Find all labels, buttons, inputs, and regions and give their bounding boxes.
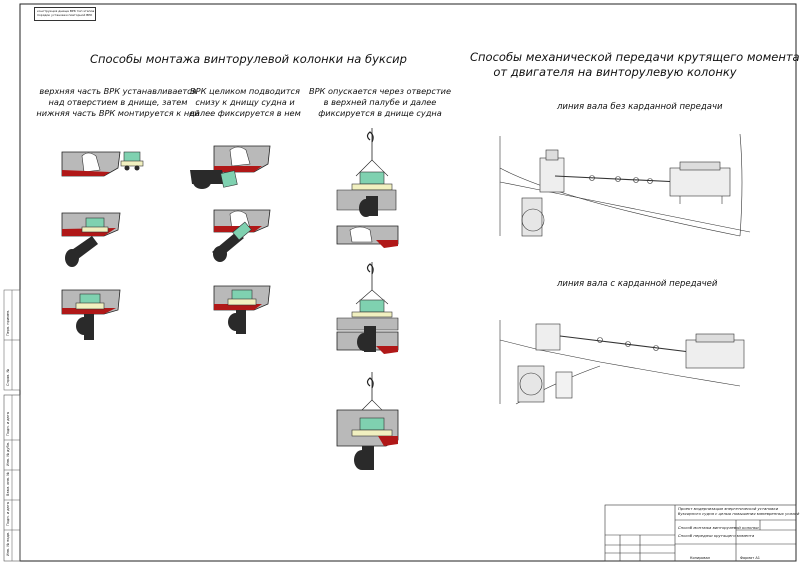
title-block-copied: Копировал <box>690 556 710 560</box>
caption-method-1-line-3: нижняя часть ВРК монтируется к ней <box>36 108 200 118</box>
caption-method-3-line-3: фиксируется в днище судна <box>318 108 442 118</box>
caption-method-2: ВРК целиком подводится снизу к днищу суд… <box>180 86 310 119</box>
caption-method-1-line-1: верхняя часть ВРК устанавливается <box>39 86 197 96</box>
subtitle-shaft-cardan: линия вала с карданной передачей <box>557 279 718 289</box>
top-stamp: конструкция днища ВРК тип этапов порядок… <box>34 7 96 21</box>
subtitle-shaft-no-cardan: линия вала без карданной передачи <box>557 102 723 112</box>
mount-method-3-step-3 <box>336 372 399 470</box>
mount-method-2-step-1 <box>190 145 271 189</box>
title-block-frame <box>604 504 797 562</box>
title-torque-line-2: от двигателя на винторулевую колонку <box>493 65 737 79</box>
side-label-5: Подп. и дата <box>6 412 10 436</box>
caption-method-2-line-2: снизу к днищу судна и <box>195 97 295 107</box>
side-label-3: Взам. инв. № <box>6 472 10 496</box>
shaft-line-cardan-drawing <box>499 320 745 405</box>
title-torque-line-1: Способы механической передачи крутящего … <box>470 50 800 64</box>
side-label-7: Перв. примен. <box>6 309 10 336</box>
caption-method-3-line-2: в верхней палубе и далее <box>323 97 437 107</box>
caption-method-1-line-2: над отверстием в днище, затем <box>48 97 188 107</box>
mount-method-3-step-1 <box>336 128 399 248</box>
mount-method-3-step-2 <box>336 262 399 354</box>
title-block-project-line-1: Проект модернизации энергетической устан… <box>678 506 779 511</box>
mount-method-1-step-1 <box>61 151 144 177</box>
title-block-sheet-line-2: Способ передачи крутящего момента <box>678 533 755 538</box>
title-block-format: Формат А1 <box>740 556 760 560</box>
title-block-project-line-2: буксирного судна с целью повышения манев… <box>678 511 800 516</box>
caption-method-2-line-1: ВРК целиком подводится <box>190 86 300 96</box>
mount-method-2-step-2 <box>212 209 271 262</box>
shaft-line-no-cardan-drawing <box>499 133 751 237</box>
side-label-1: Инв. № подл. <box>6 531 10 556</box>
top-stamp-line-2: порядок установки повторной ВРК <box>37 13 93 17</box>
mount-method-2-step-3 <box>213 285 271 334</box>
title-mounting-methods: Способы монтажа винторулевой колонки на … <box>90 52 407 66</box>
title-torque-transmission: Способы механической передачи крутящего … <box>470 50 800 80</box>
caption-method-1: верхняя часть ВРК устанавливается над от… <box>28 86 208 119</box>
caption-method-3-line-1: ВРК опускается через отверстие <box>308 86 451 96</box>
side-label-4: Инв. № дубл. <box>6 442 10 466</box>
mount-method-1-step-2 <box>61 212 121 267</box>
caption-method-3: ВРК опускается через отверстие в верхней… <box>305 86 455 119</box>
title-block-sheet-line-1: Способ монтажа винторулевой колонки <box>678 525 759 530</box>
side-label-6: Справ. № <box>6 368 10 386</box>
caption-method-2-line-3: далее фиксируется в нем <box>189 108 301 118</box>
top-stamp-line-1: конструкция днища ВРК тип этапов <box>37 9 95 13</box>
mount-method-1-step-3 <box>61 289 121 340</box>
side-label-2: Подп. и дата <box>6 502 10 526</box>
